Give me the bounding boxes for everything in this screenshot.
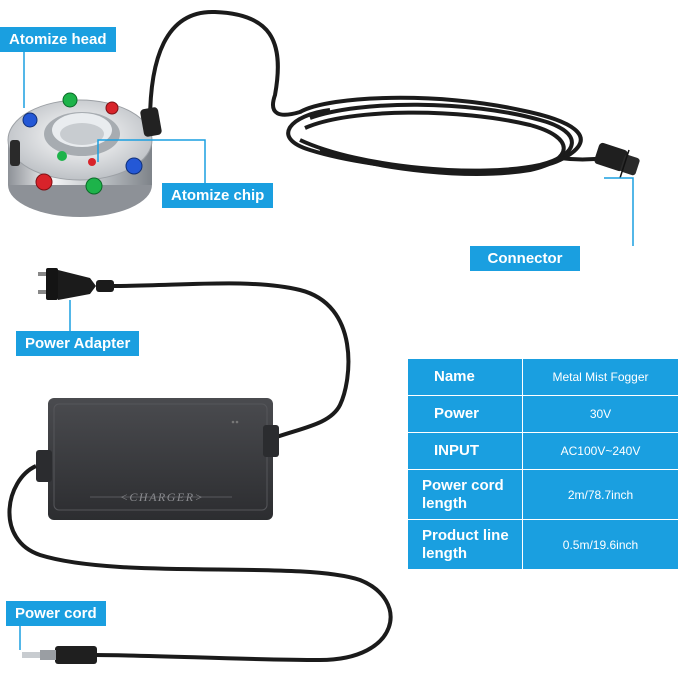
adapter-label: <CHARGER> xyxy=(120,490,204,504)
spec-value: Metal Mist Fogger xyxy=(522,358,679,396)
dc-cord xyxy=(7,464,393,663)
connector-label: Connector xyxy=(470,246,580,271)
spec-value: 2m/78.7inch xyxy=(522,469,679,520)
atomize-chip-label: Atomize chip xyxy=(162,183,274,208)
spec-key: Power xyxy=(434,405,480,422)
spec-key: INPUT xyxy=(434,442,479,459)
wall-plug xyxy=(38,268,114,300)
spec-row-input: INPUT AC100V~240V xyxy=(407,432,679,470)
spec-value: AC100V~240V xyxy=(522,432,679,470)
spec-key: Product line length xyxy=(422,526,509,562)
fogger-cable xyxy=(148,9,302,124)
connector-plug xyxy=(594,142,640,179)
spec-value: 30V xyxy=(522,395,679,433)
spec-value: 0.5m/19.6inch xyxy=(522,519,679,570)
spec-key: Power cord length xyxy=(422,476,504,512)
spec-key: Name xyxy=(434,368,475,385)
mist-fogger xyxy=(7,92,162,217)
dc-plug xyxy=(22,646,97,664)
spec-row-product-line-length: Product line length 0.5m/19.6inch xyxy=(407,519,679,570)
power-adapter-brick: <CHARGER> xyxy=(36,398,279,520)
spec-row-power: Power 30V xyxy=(407,395,679,433)
cable-coil xyxy=(286,95,606,176)
spec-row-name: Name Metal Mist Fogger xyxy=(407,358,679,396)
spec-table: Name Metal Mist Fogger Power 30V INPUT A… xyxy=(407,358,679,570)
power-cord-label: Power cord xyxy=(6,601,106,626)
power-adapter-label: Power Adapter xyxy=(16,331,140,356)
callout-leaders xyxy=(19,52,634,650)
ac-cord xyxy=(113,281,351,442)
atomize-head-label: Atomize head xyxy=(0,27,116,52)
spec-row-power-cord-length: Power cord length 2m/78.7inch xyxy=(407,469,679,520)
